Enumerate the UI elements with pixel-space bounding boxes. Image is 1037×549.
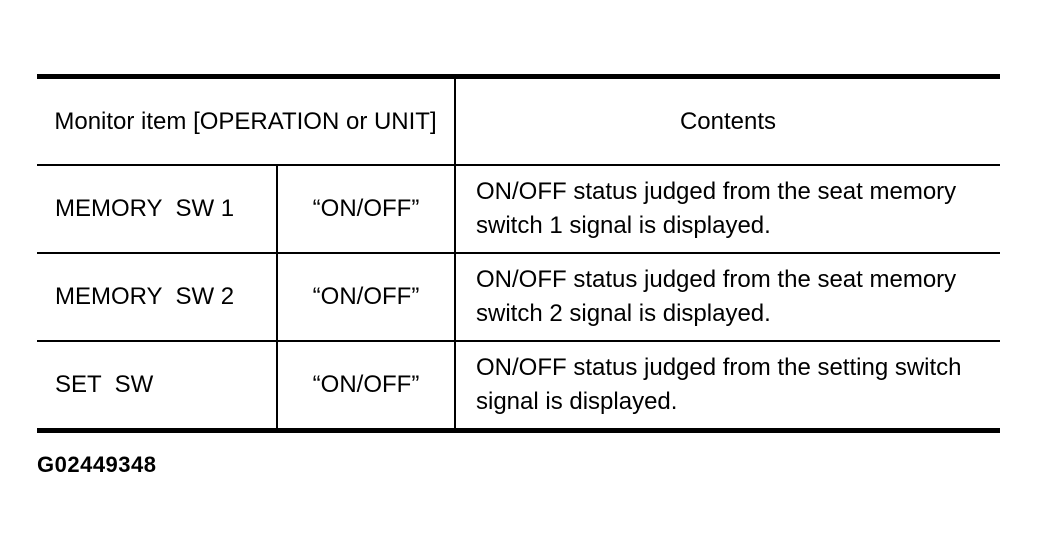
header-monitor-item: Monitor item [OPERATION or UNIT] xyxy=(37,76,456,166)
row-item-name: SET SW xyxy=(37,340,278,431)
header-contents: Contents xyxy=(455,76,1000,166)
row-item-name: MEMORY SW 1 xyxy=(37,165,278,253)
table-row: MEMORY SW 2 “ON/OFF” ON/OFF status judge… xyxy=(37,252,1000,341)
row-item-value: “ON/OFF” xyxy=(277,252,456,341)
row-item-value: “ON/OFF” xyxy=(277,165,456,253)
row-item-name: MEMORY SW 2 xyxy=(37,252,278,341)
table-header-row: Monitor item [OPERATION or UNIT] Content… xyxy=(37,76,1000,166)
table-row: SET SW “ON/OFF” ON/OFF status judged fro… xyxy=(37,340,1000,431)
figure-id: G02449348 xyxy=(37,452,157,477)
row-item-description: ON/OFF status judged from the setting sw… xyxy=(455,340,1000,431)
row-item-description: ON/OFF status judged from the seat memor… xyxy=(455,252,1000,341)
row-item-value: “ON/OFF” xyxy=(277,340,456,431)
row-item-description: ON/OFF status judged from the seat memor… xyxy=(476,178,957,239)
monitor-item-table: Monitor item [OPERATION or UNIT] Content… xyxy=(37,74,1000,433)
table-row: MEMORY SW 1 “ON/OFF” ON/OFF status judge… xyxy=(37,165,1000,253)
